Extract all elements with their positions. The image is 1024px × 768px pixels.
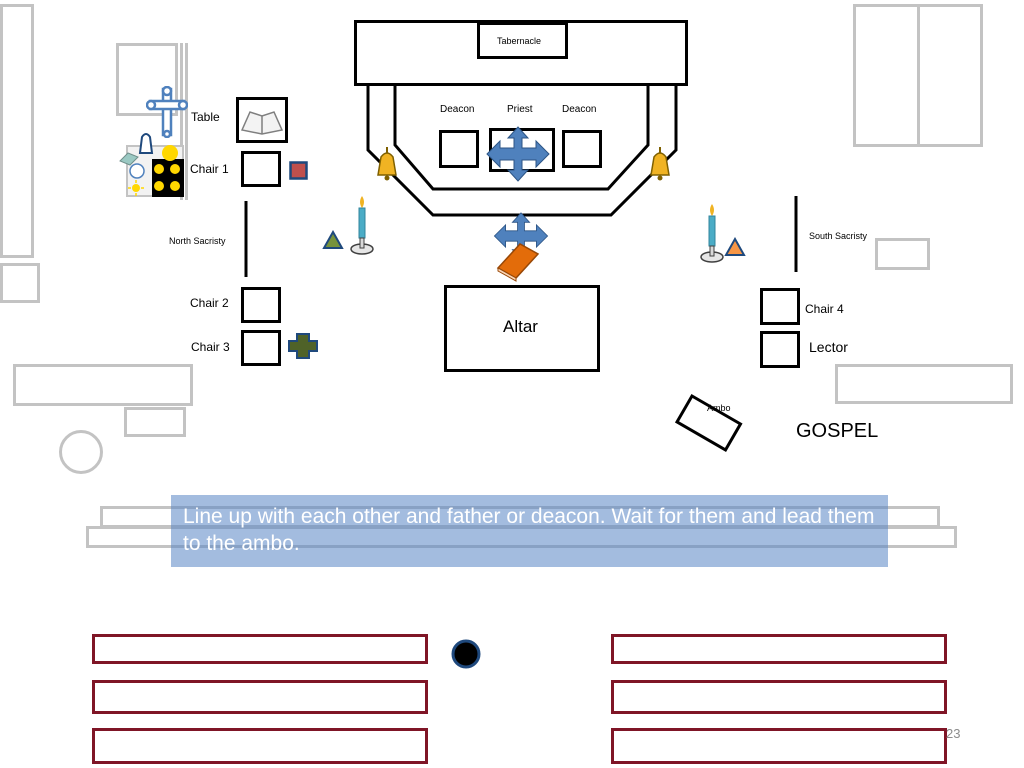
cruets-icon	[119, 152, 139, 166]
south-cabinet-divider	[917, 4, 920, 147]
instruction-caption: Line up with each other and father or de…	[171, 495, 888, 567]
chair3-label: Chair 3	[191, 340, 230, 354]
table-label: Table	[191, 110, 220, 124]
gospel-label: GOSPEL	[796, 420, 879, 442]
lector-label: Lector	[809, 339, 848, 355]
chair2-label: Chair 2	[190, 296, 229, 310]
ambo-stand	[674, 393, 743, 453]
gospel-book-icon	[496, 243, 540, 282]
olive-cross-icon	[288, 333, 318, 359]
north-wall-step	[0, 263, 40, 303]
pew-left-3	[92, 728, 428, 764]
chair-4	[760, 288, 800, 325]
pew-right-3	[611, 728, 947, 764]
north-sacristy-label: North Sacristy	[169, 236, 226, 246]
sanctuary-step-inner	[393, 84, 650, 191]
pew-left-1	[92, 634, 428, 664]
baptismal-font	[59, 430, 103, 474]
chair-2	[241, 287, 281, 323]
processional-cross-icon	[146, 86, 188, 138]
deacon-right-chair	[562, 130, 602, 168]
page-number: 23	[946, 726, 961, 741]
pew-left-2	[92, 680, 428, 714]
pew-right-2	[611, 680, 947, 714]
priest-label: Priest	[507, 104, 533, 115]
tabernacle-box	[477, 22, 568, 59]
deacon-left-label: Deacon	[440, 104, 475, 115]
tabernacle-label: Tabernacle	[497, 36, 542, 46]
ambo-label: Ambo	[707, 403, 731, 413]
orange-triangle-icon	[724, 237, 746, 256]
bell-icon-small	[138, 133, 154, 154]
chair4-label: Chair 4	[805, 302, 844, 316]
credence-rail	[180, 43, 188, 200]
open-book-icon	[240, 111, 284, 135]
lector-chair	[760, 331, 800, 368]
chair1-label: Chair 1	[190, 162, 229, 176]
deacon-right-label: Deacon	[562, 104, 597, 115]
altar	[444, 285, 600, 372]
host-circle-icon	[129, 163, 145, 179]
chair-3	[241, 330, 281, 366]
red-square-icon	[289, 161, 308, 180]
candle-south-icon	[700, 204, 724, 263]
priest-move-arrows-icon	[486, 126, 550, 182]
north-wall-panel	[0, 4, 34, 258]
black-circle-icon	[451, 639, 481, 669]
north-bench	[13, 364, 193, 406]
altar-bell-south-icon	[650, 147, 670, 181]
chair-1	[241, 151, 281, 187]
south-stool	[875, 238, 930, 270]
altar-label: Altar	[503, 317, 538, 336]
candle-north-icon	[350, 196, 374, 255]
candle-holders-icon	[152, 145, 184, 197]
north-stool	[124, 407, 186, 437]
south-sacristy-label: South Sacristy	[809, 231, 868, 241]
sun-icon	[128, 180, 144, 196]
deacon-left-chair	[439, 130, 479, 168]
green-triangle-icon	[322, 230, 344, 249]
pew-right-1	[611, 634, 947, 664]
south-bench	[835, 364, 1013, 404]
altar-bell-north-icon	[377, 147, 397, 181]
